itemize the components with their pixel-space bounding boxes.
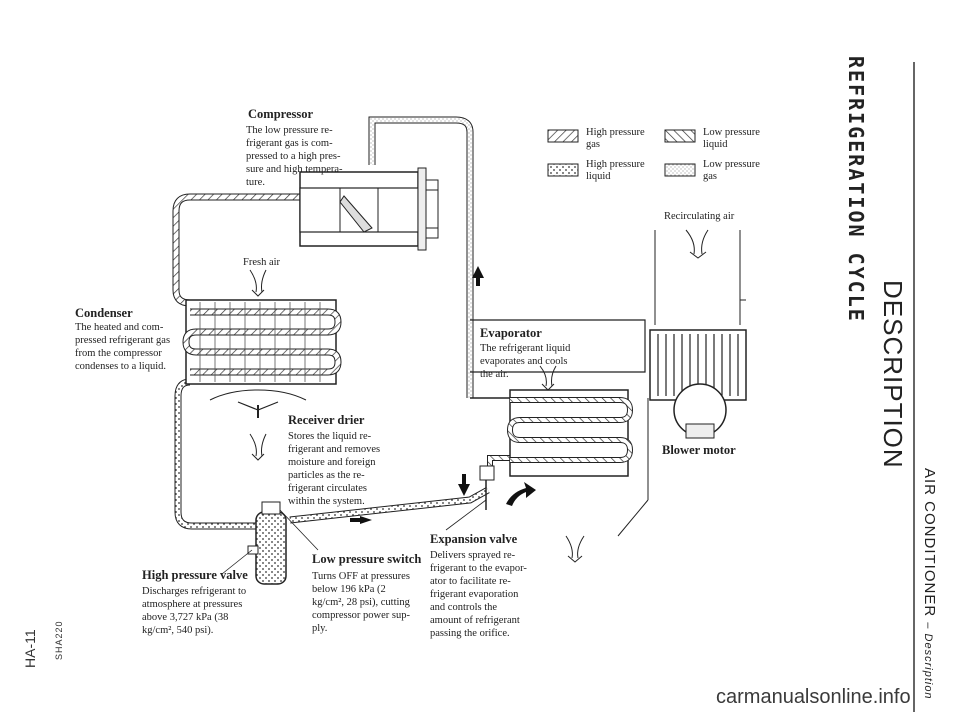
expansion-valve-desc-line: and controls the (430, 601, 540, 614)
high-pressure-valve-desc-line: kg/cm², 540 psi). (142, 624, 266, 637)
section-title-description: DESCRIPTION (877, 280, 908, 469)
high-pressure-valve-title: High pressure valve (142, 568, 248, 583)
outlet-air-arrow-icon (566, 536, 584, 562)
high-pressure-valve-desc-line: Discharges refrigerant to (142, 585, 266, 598)
legend-swatch-high-pressure-gas (548, 130, 578, 142)
compressor-desc-line: The low pressure re- (246, 124, 366, 137)
low-pressure-switch-desc-line: compressor power sup- (312, 609, 430, 622)
pipe-low-pressure-gas (372, 120, 470, 398)
watermark: carmanualsonline.info (716, 686, 911, 709)
low-pressure-switch-desc-line: ply. (312, 622, 430, 635)
condenser-title: Condenser (75, 306, 133, 321)
compressor-desc-line: pressed to a high pres- (246, 150, 366, 163)
low-pressure-switch-desc-line: below 196 kPa (2 (312, 583, 430, 596)
receiver-drier-desc-line: frigerant circulates (288, 482, 406, 495)
expansion-valve-desc-line: ator to facilitate re- (430, 575, 540, 588)
page-number: HA-11 (22, 629, 38, 668)
expansion-valve-description: Delivers sprayed re- frigerant to the ev… (430, 549, 540, 640)
evaporator-title: Evaporator (480, 326, 542, 341)
flow-arrow-up-icon (472, 266, 484, 278)
compressor-description: The low pressure re- frigerant gas is co… (246, 124, 366, 189)
figure-code: SHA220 (54, 620, 64, 660)
side-title-refrigeration-cycle: REFRIGERATION CYCLE (844, 56, 868, 323)
evaporator-desc-line: The refrigerant liquid (480, 342, 590, 355)
condenser-description: The heated and com- pressed refrigerant … (75, 321, 185, 373)
condenser-drawing (186, 300, 338, 418)
high-pressure-valve-desc-line: atmosphere at pressures (142, 598, 266, 611)
legend-label-high-pressure-gas: High pressure gas (586, 127, 645, 151)
condenser-desc-line: condenses to a liquid. (75, 360, 185, 373)
legend-label-low-pressure-liquid: Low pressure liquid (703, 127, 760, 151)
receiver-drier-desc-line: within the system. (288, 495, 406, 508)
low-pressure-switch-desc-line: kg/cm², 28 psi), cutting (312, 596, 430, 609)
condenser-desc-line: The heated and com- (75, 321, 185, 334)
low-pressure-switch-title: Low pressure switch (312, 552, 421, 567)
legend-label-line: gas (586, 139, 645, 151)
receiver-drier-description: Stores the liquid re- frigerant and remo… (288, 430, 406, 508)
legend-label-line: High pressure (586, 159, 645, 171)
flow-arrow-down-icon (458, 484, 470, 496)
expansion-valve-title: Expansion valve (430, 532, 517, 547)
low-pressure-switch-desc-line: Turns OFF at pressures (312, 570, 430, 583)
receiver-drier-drawing (248, 502, 286, 584)
legend-label-line: liquid (586, 171, 645, 183)
compressor-title: Compressor (248, 107, 313, 122)
evaporator-description: The refrigerant liquid evaporates and co… (480, 342, 590, 381)
blower-motor-title: Blower motor (662, 443, 736, 458)
fresh-air-arrow-icon (250, 270, 266, 296)
legend-swatch-low-pressure-liquid (665, 130, 695, 142)
receiver-drier-title: Receiver drier (288, 413, 364, 428)
expansion-valve-desc-line: frigerant to the evapor- (430, 562, 540, 575)
legend-label-line: High pressure (586, 127, 645, 139)
legend-label-line: Low pressure (703, 159, 760, 171)
recirculating-air-arrow-icon (686, 230, 708, 258)
evaporator-desc-line: the air. (480, 368, 590, 381)
airflow-arrow-icon (250, 434, 266, 460)
blower-drawing (618, 230, 746, 536)
legend-label-high-pressure-liquid: High pressure liquid (586, 159, 645, 183)
chapter-header: AIR CONDITIONER – Description (921, 468, 938, 700)
receiver-drier-desc-line: Stores the liquid re- (288, 430, 406, 443)
high-pressure-valve-description: Discharges refrigerant to atmosphere at … (142, 585, 266, 637)
flow-arrow-right-icon (360, 516, 372, 524)
legend-label-line: Low pressure (703, 127, 760, 139)
legend-swatch-high-pressure-liquid (548, 164, 578, 176)
evaporator-desc-line: evaporates and cools (480, 355, 590, 368)
expansion-valve-desc-line: passing the orifice. (430, 627, 540, 640)
flow-arrow-curve-icon (506, 482, 536, 506)
compressor-desc-line: ture. (246, 176, 366, 189)
condenser-desc-line: from the compressor (75, 347, 185, 360)
compressor-desc-line: sure and high tempera- (246, 163, 366, 176)
expansion-valve-desc-line: frigerant evaporation (430, 588, 540, 601)
chapter-name: AIR CONDITIONER (921, 468, 938, 617)
receiver-drier-desc-line: frigerant and removes (288, 443, 406, 456)
legend-swatch-low-pressure-gas (665, 164, 695, 176)
expansion-valve-desc-line: Delivers sprayed re- (430, 549, 540, 562)
receiver-drier-desc-line: particles as the re- (288, 469, 406, 482)
legend-label-line: liquid (703, 139, 760, 151)
legend-label-low-pressure-gas: Low pressure gas (703, 159, 760, 183)
condenser-desc-line: pressed refrigerant gas (75, 334, 185, 347)
pipe-high-pressure-gas (176, 197, 300, 303)
fresh-air-label: Fresh air (243, 256, 280, 269)
high-pressure-valve-desc-line: above 3,727 kPa (38 (142, 611, 266, 624)
receiver-drier-desc-line: moisture and foreign (288, 456, 406, 469)
compressor-desc-line: frigerant gas is com- (246, 137, 366, 150)
low-pressure-switch-description: Turns OFF at pressures below 196 kPa (2 … (312, 570, 430, 635)
expansion-valve-desc-line: amount of refrigerant (430, 614, 540, 627)
recirculating-air-label: Recirculating air (664, 210, 734, 223)
chapter-subtitle: – Description (922, 622, 934, 699)
legend-label-line: gas (703, 171, 760, 183)
